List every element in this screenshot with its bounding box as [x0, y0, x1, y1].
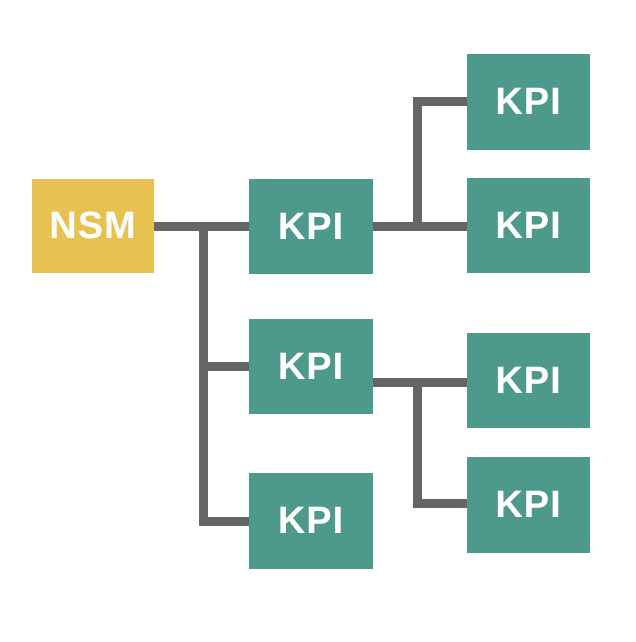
node-kpi-c-label: KPI — [277, 500, 345, 542]
node-kpi-c: KPI — [249, 473, 373, 569]
connector-kpi-a-branch — [413, 97, 422, 231]
node-kpi-a-label: KPI — [277, 205, 345, 248]
node-kpi-a1-label: KPI — [495, 81, 562, 123]
node-kpi-b1-label: KPI — [495, 359, 562, 402]
connector-nsm-trunk — [199, 222, 208, 526]
connector-trunk-to-kpi-b — [199, 362, 249, 371]
node-kpi-b2-label: KPI — [495, 484, 562, 526]
connector-branch-to-kpi-b2 — [413, 499, 467, 508]
node-kpi-a2: KPI — [467, 178, 590, 273]
node-nsm: NSM — [32, 179, 154, 273]
connector-branch-to-kpi-a1 — [413, 97, 467, 106]
node-kpi-b2: KPI — [467, 457, 590, 553]
node-kpi-b-label: KPI — [277, 345, 345, 388]
connector-kpi-b-branch — [413, 378, 422, 508]
connector-trunk-to-kpi-c — [199, 517, 249, 526]
node-kpi-a1: KPI — [467, 54, 590, 150]
node-nsm-label: NSM — [49, 205, 137, 247]
node-kpi-b: KPI — [249, 319, 373, 414]
node-kpi-b1: KPI — [467, 333, 590, 428]
node-kpi-a: KPI — [249, 179, 373, 274]
node-kpi-a2-label: KPI — [495, 204, 562, 247]
